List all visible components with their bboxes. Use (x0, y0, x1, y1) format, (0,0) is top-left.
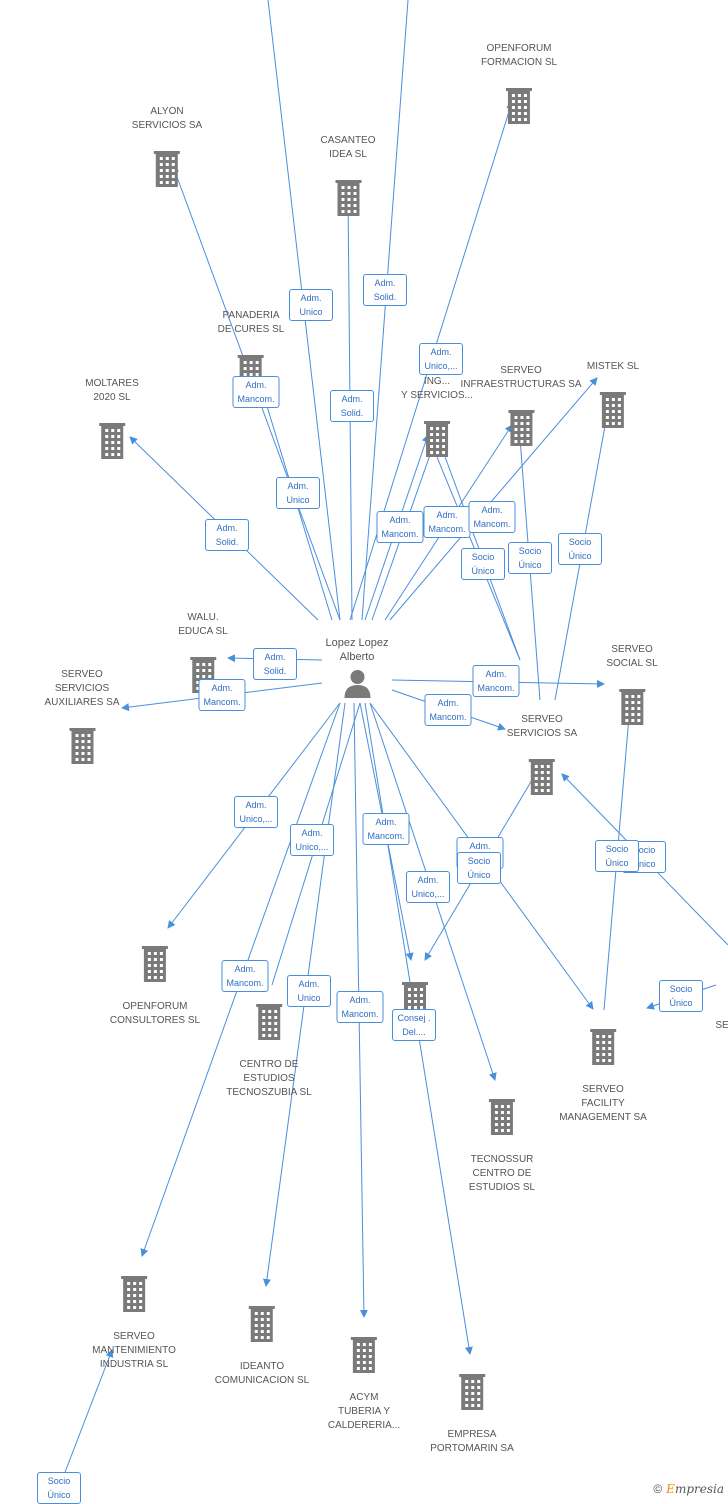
edge-label-socio-unico[interactable]: Socio Único (457, 852, 501, 884)
copyright-symbol: © (653, 1482, 663, 1496)
company-label: TECNOSSUR CENTRO DE ESTUDIOS SL (468, 1154, 536, 1193)
person-icon (344, 670, 370, 698)
person-node-lopez-lopez-alberto[interactable]: Lopez Lopez Alberto (326, 622, 389, 712)
company-openforum-formacion[interactable]: OPENFORUM FORMACION SL (481, 28, 557, 138)
company-ideanto-comunicacion[interactable]: IDEANTO COMUNICACION SL (215, 1292, 309, 1402)
person-name: Lopez Lopez Alberto (325, 637, 389, 663)
edge-line-31 (61, 1349, 114, 1481)
company-serveo-mantenimiento-industria[interactable]: SERVEO MANTENIMIENTO INDUSTRIA SL (92, 1262, 176, 1386)
building-icon (255, 1004, 282, 1040)
company-walu-educa[interactable]: WALU. EDUCA SL (178, 597, 228, 707)
company-openforum-consultores[interactable]: OPENFORUM CONSULTORES SL (110, 932, 200, 1042)
building-icon (529, 759, 555, 795)
company-mistek[interactable]: MISTEK SL (587, 346, 639, 442)
building-icon (488, 1099, 515, 1135)
company-label: SERVEO MANTENIMIENTO INDUSTRIA SL (92, 1331, 176, 1370)
building-icon (508, 410, 534, 446)
edge-label-socio-unico[interactable]: Socio Único (461, 548, 505, 580)
edge-label-adm-mancom[interactable]: Adm. Mancom. (198, 679, 246, 711)
company-tecnossur-centro-estudios[interactable]: TECNOSSUR CENTRO DE ESTUDIOS SL (469, 1085, 535, 1209)
building-icon (334, 180, 361, 216)
company-label: OPENFORUM FORMACION SL (480, 43, 558, 68)
edge-label-adm-mancom[interactable]: Adm. Mancom. (376, 511, 424, 543)
building-icon (99, 423, 125, 459)
company-label: SERVEO SERVICIOS AUXILIARES SA (44, 669, 120, 708)
company-label: SERVEO INFRAESTRUCTURAS SA (460, 365, 582, 390)
edge-label-socio-unico[interactable]: Socio Único (659, 980, 703, 1012)
building-icon (589, 1029, 616, 1065)
edge-label-adm-mancom[interactable]: Adm. Mancom. (232, 376, 280, 408)
edge-label-socio-unico[interactable]: Socio Único (595, 840, 639, 872)
company-moltares-2020[interactable]: MOLTARES 2020 SL (85, 363, 139, 473)
edge-label-socio-unico[interactable]: Socio Único (37, 1472, 81, 1504)
company-serveo-infraestructuras[interactable]: SERVEO INFRAESTRUCTURAS SA (460, 350, 582, 460)
company-label: SE (715, 1020, 728, 1031)
edge-label-socio-unico[interactable]: Socio Único (508, 542, 552, 574)
brand-initial: E (666, 1482, 675, 1496)
edge-label-socio-unico[interactable]: Socio Único (558, 533, 602, 565)
empresia-brand[interactable]: ©Empresia (653, 1482, 724, 1496)
building-icon (351, 1337, 377, 1373)
edge-line-1 (361, 0, 409, 621)
edge-line-10 (389, 377, 598, 621)
company-label: OPENFORUM CONSULTORES SL (109, 1001, 201, 1026)
company-serveo-social[interactable]: SERVEO SOCIAL SL (606, 629, 658, 739)
company-label: PANADERIA DE CURES SL (217, 310, 285, 335)
company-serveo-servicios[interactable]: SERVEO SERVICIOS SA (507, 699, 577, 809)
brand-name: mpresia (674, 1482, 724, 1496)
company-label: SERVEO SOCIAL SL (606, 644, 658, 669)
company-casanteo-idea[interactable]: CASANTEO IDEA SL (320, 120, 376, 230)
edge-label-adm-unico[interactable]: Adm. Unico (289, 289, 333, 321)
company-label: CASANTEO IDEA SL (320, 135, 376, 160)
company-label: MOLTARES 2020 SL (85, 378, 139, 403)
edge-label-adm-unico-etc[interactable]: Adm. Unico,... (290, 824, 334, 856)
edge-label-adm-solid[interactable]: Adm. Solid. (363, 274, 407, 306)
building-icon (142, 946, 168, 982)
building-icon (248, 1306, 275, 1342)
company-label: CENTRO DE ESTUDIOS TECNOSZUBIA SL (226, 1059, 312, 1098)
company-acym-tuberia[interactable]: ACYM TUBERIA Y CALDERERIA... (328, 1323, 400, 1447)
edge-label-adm-unico-etc[interactable]: Adm. Unico,... (419, 343, 463, 375)
edge-label-adm-mancom[interactable]: Adm. Mancom. (423, 506, 471, 538)
company-serveo-facility-management[interactable]: SERVEO FACILITY MANAGEMENT SA (559, 1015, 647, 1139)
company-label: MISTEK SL (586, 361, 640, 372)
building-icon (423, 421, 450, 457)
company-alyon-servicios[interactable]: ALYON SERVICIOS SA (132, 91, 202, 201)
edge-line-13 (435, 434, 521, 661)
building-icon (121, 1276, 147, 1312)
company-label: SERVEO FACILITY MANAGEMENT SA (559, 1084, 647, 1123)
edge-label-adm-solid[interactable]: Adm. Solid. (330, 390, 374, 422)
building-icon (154, 151, 180, 187)
building-icon (618, 689, 645, 725)
company-label: ALYON SERVICIOS SA (131, 106, 203, 131)
edge-label-adm-mancom[interactable]: Adm. Mancom. (362, 813, 410, 845)
company-label: WALU. EDUCA SL (178, 612, 228, 637)
edge-label-adm-mancom[interactable]: Adm. Mancom. (336, 991, 384, 1023)
company-label: IDEANTO COMUNICACION SL (214, 1361, 310, 1386)
edge-label-adm-mancom[interactable]: Adm. Mancom. (468, 501, 516, 533)
edge-label-adm-unico-etc[interactable]: Adm. Unico,... (406, 871, 450, 903)
building-icon (69, 728, 95, 764)
company-empresa-portomarin[interactable]: EMPRESA PORTOMARIN SA (430, 1360, 514, 1470)
company-label: EMPRESA PORTOMARIN SA (430, 1429, 514, 1454)
edge-label-consej-del[interactable]: Consej . Del.... (392, 1009, 436, 1041)
edge-label-adm-unico[interactable]: Adm. Unico (276, 477, 320, 509)
company-centro-estudios-tecnoszubia[interactable]: CENTRO DE ESTUDIOS TECNOSZUBIA SL (226, 990, 312, 1114)
company-label: ACYM TUBERIA Y CALDERERIA... (327, 1392, 401, 1431)
edge-label-adm-mancom[interactable]: Adm. Mancom. (472, 665, 520, 697)
company-serveo-servicios-auxiliares[interactable]: SERVEO SERVICIOS AUXILIARES SA (44, 654, 120, 778)
building-icon (458, 1374, 485, 1410)
edge-label-adm-mancom[interactable]: Adm. Mancom. (221, 960, 269, 992)
company-label: SERVEO SERVICIOS SA (506, 714, 578, 739)
edge-label-adm-solid[interactable]: Adm. Solid. (253, 648, 297, 680)
building-icon (600, 392, 626, 428)
building-icon (506, 88, 532, 124)
edge-label-adm-unico-etc[interactable]: Adm. Unico,... (234, 796, 278, 828)
edge-line-14 (426, 434, 521, 661)
edge-label-adm-unico[interactable]: Adm. Unico (287, 975, 331, 1007)
edge-label-adm-mancom[interactable]: Adm. Mancom. (424, 694, 472, 726)
company-se-right[interactable]: SE (715, 1005, 728, 1047)
edge-label-adm-solid[interactable]: Adm. Solid. (205, 519, 249, 551)
